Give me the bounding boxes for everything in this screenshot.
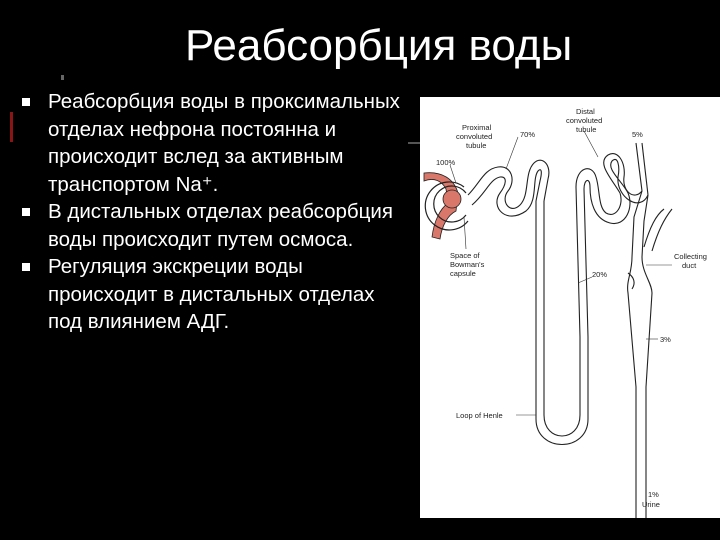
label-bowman: Bowman's bbox=[450, 260, 485, 269]
label-capsule-percent: 100% bbox=[436, 158, 456, 167]
label-distal: Distal bbox=[576, 107, 595, 116]
loop-of-henle bbox=[535, 153, 649, 445]
blood-vessel bbox=[423, 172, 459, 240]
nephron-diagram: Proximal convoluted tubule 70% Distal co… bbox=[420, 97, 720, 518]
label-urine: Urine bbox=[642, 500, 660, 509]
label-loop-of-henle: Loop of Henle bbox=[456, 411, 503, 420]
label-distal: convoluted bbox=[566, 116, 602, 125]
collecting-duct bbox=[627, 142, 673, 518]
label-urine-percent: 1% bbox=[648, 490, 659, 499]
bullet-text: В дистальных отделах реабсорбция воды пр… bbox=[48, 200, 393, 251]
label-proximal: tubule bbox=[466, 141, 486, 150]
label-bowman: capsule bbox=[450, 269, 476, 278]
nephron-svg: Proximal convoluted tubule 70% Distal co… bbox=[423, 107, 707, 518]
bullet-square-icon bbox=[22, 98, 30, 106]
label-leader-lines bbox=[449, 130, 672, 416]
label-distal-percent: 5% bbox=[632, 130, 643, 139]
label-proximal: Proximal bbox=[462, 123, 492, 132]
bowmans-capsule bbox=[433, 185, 467, 223]
label-collecting: duct bbox=[682, 261, 697, 270]
label-proximal-percent: 70% bbox=[520, 130, 535, 139]
bullet-text: Регуляция экскреции воды происходит в ди… bbox=[48, 255, 375, 333]
bullet-item: Реабсорбция воды в проксимальных отделах… bbox=[22, 88, 402, 198]
bullet-square-icon bbox=[22, 208, 30, 216]
glomerulus bbox=[442, 189, 462, 209]
label-proximal: convoluted bbox=[456, 132, 492, 141]
bullet-item: Регуляция экскреции воды происходит в ди… bbox=[22, 253, 402, 336]
bullet-list: Реабсорбция воды в проксимальных отделах… bbox=[22, 88, 402, 336]
label-loop-percent: 20% bbox=[592, 270, 607, 279]
label-collecting: Collecting bbox=[674, 252, 707, 261]
proximal-tubule bbox=[467, 159, 550, 217]
decorative-red-bar bbox=[10, 112, 13, 142]
slide-title: Реабсорбция воды bbox=[185, 21, 573, 70]
decorative-dot bbox=[61, 75, 64, 80]
bullet-item: В дистальных отделах реабсорбция воды пр… bbox=[22, 198, 402, 253]
label-collecting-percent: 3% bbox=[660, 335, 671, 344]
bullet-text: Реабсорбция воды в проксимальных отделах… bbox=[48, 90, 400, 196]
bullet-square-icon bbox=[22, 263, 30, 271]
label-bowman: Space of bbox=[450, 251, 481, 260]
label-distal: tubule bbox=[576, 125, 596, 134]
decorative-line bbox=[408, 142, 422, 144]
